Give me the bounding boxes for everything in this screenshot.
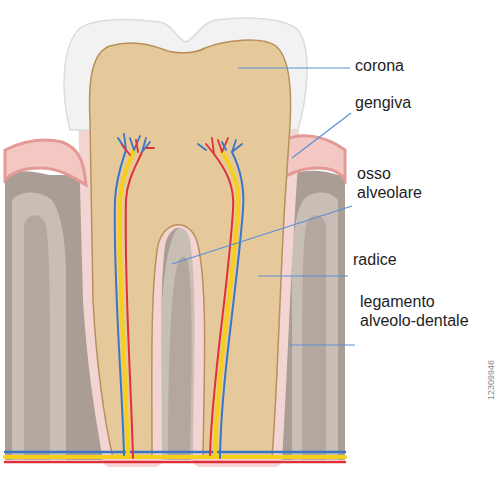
bone-layer bbox=[292, 193, 338, 461]
dentin bbox=[90, 40, 291, 458]
pulp-vessels bbox=[5, 134, 345, 462]
bone-layer bbox=[302, 215, 326, 460]
gum bbox=[5, 140, 86, 185]
part-label: corona bbox=[355, 56, 485, 75]
watermark-number: 12309946 bbox=[486, 360, 497, 400]
part-label: gengiva bbox=[355, 93, 485, 112]
bone-layer bbox=[24, 215, 50, 460]
part-label: radice bbox=[353, 250, 483, 269]
bone-layer bbox=[12, 193, 66, 461]
part-label: legamento alveolo-dentale bbox=[360, 292, 495, 330]
part-label: osso alveolare bbox=[357, 164, 457, 202]
interradicular-bone bbox=[168, 257, 192, 460]
leader-lines bbox=[172, 68, 355, 345]
